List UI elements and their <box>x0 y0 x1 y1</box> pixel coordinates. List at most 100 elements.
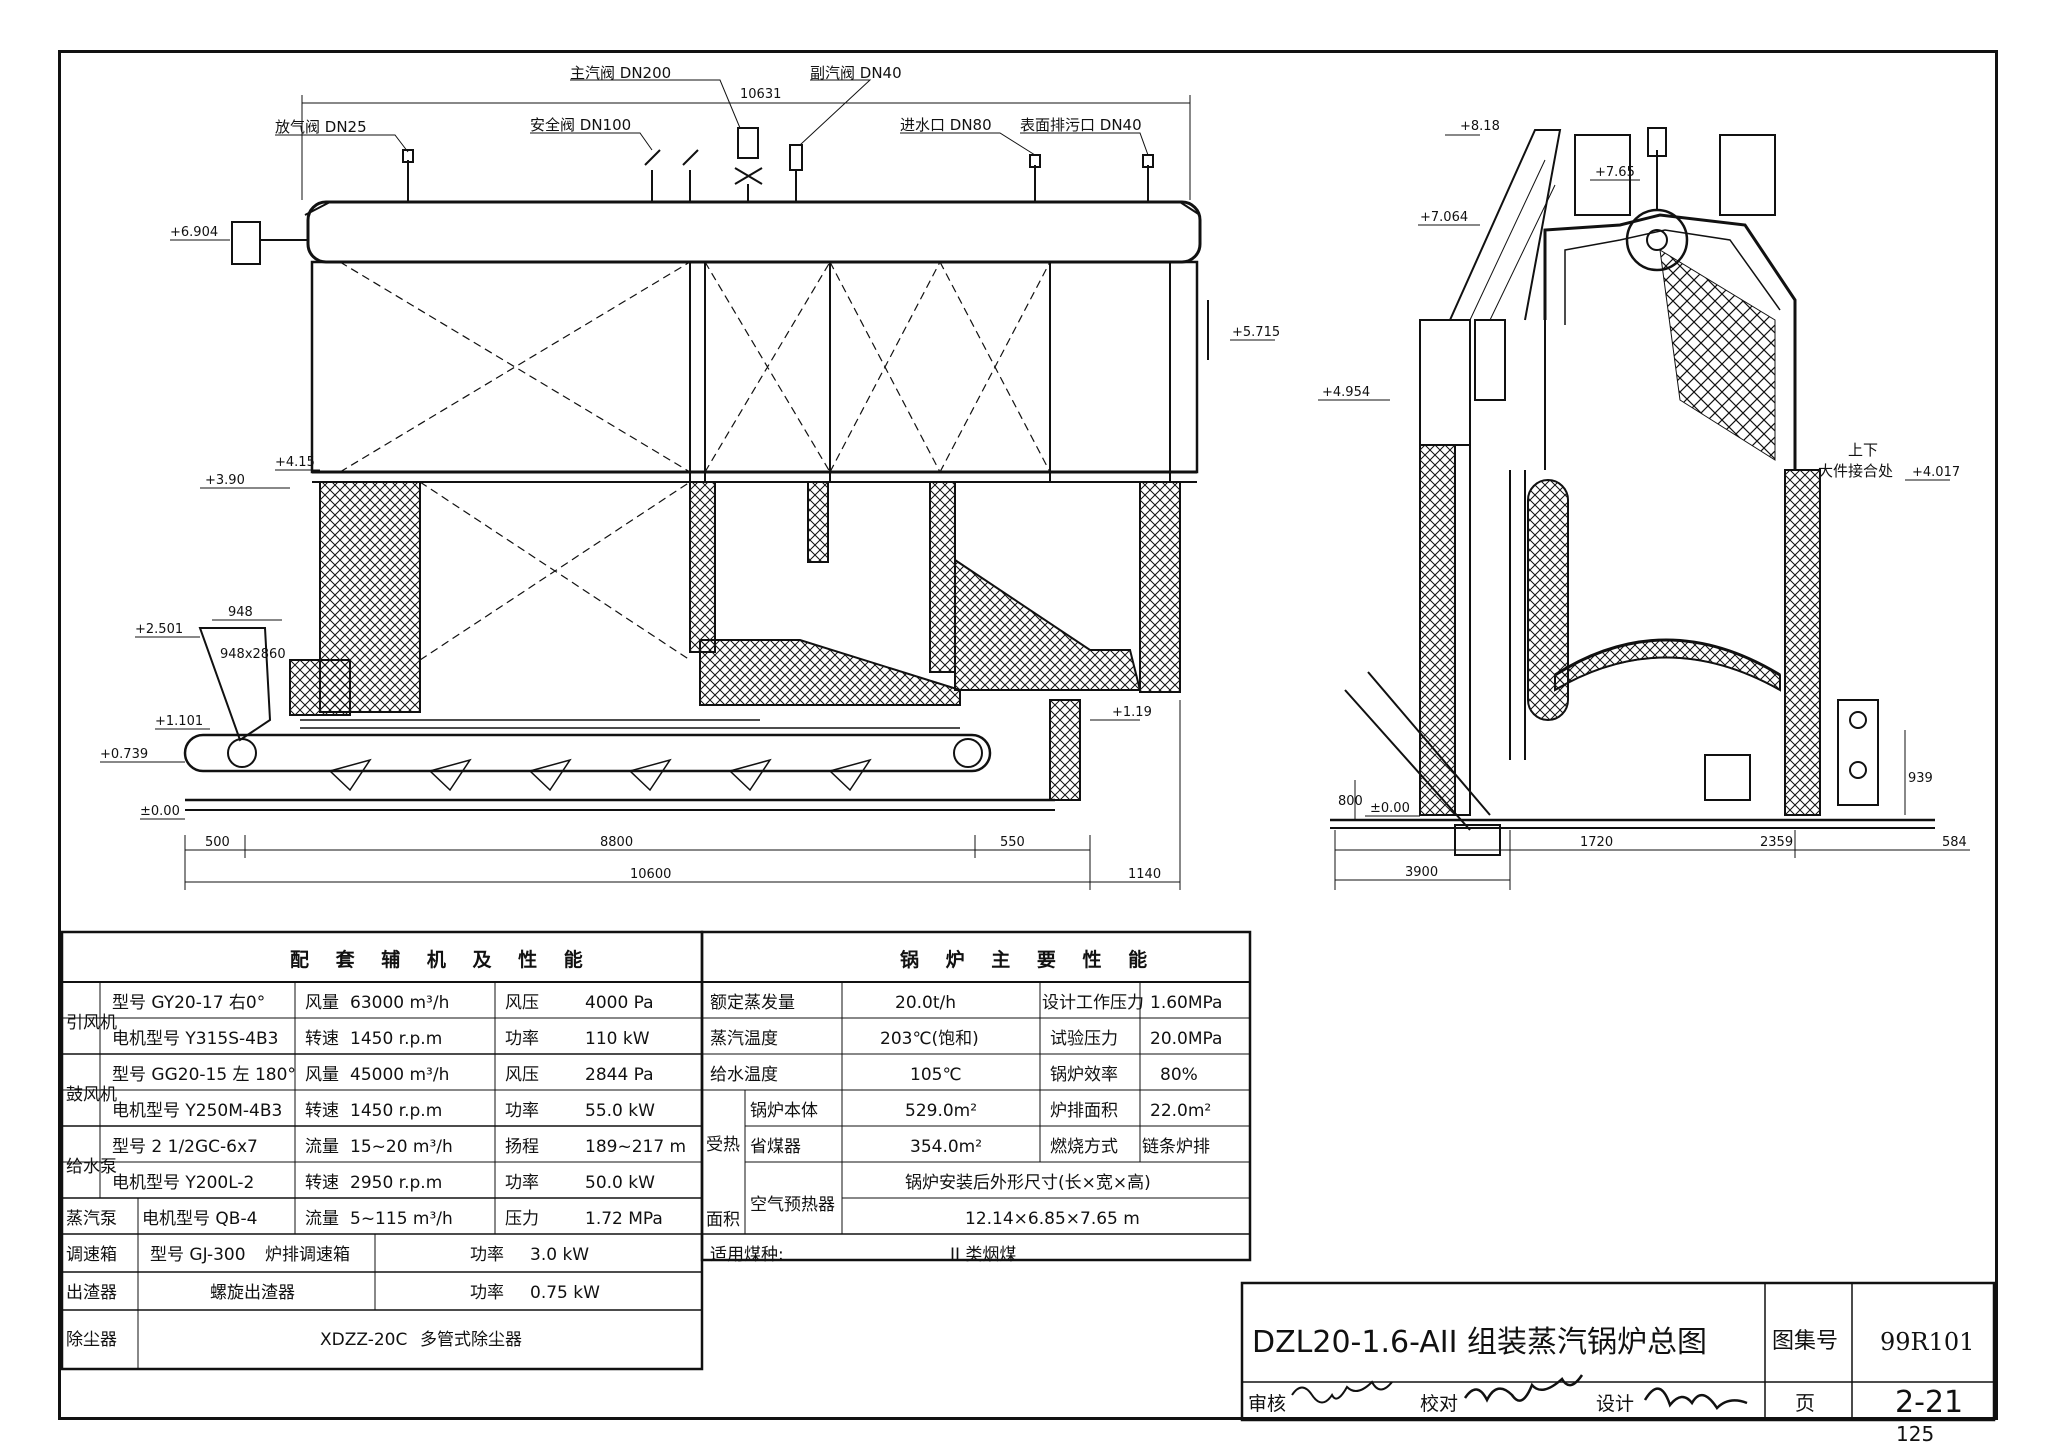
heat-row0-k2: 炉排面积 <box>1050 1101 1118 1121</box>
row3-c1: 电机型号 Y250M-4B3 <box>112 1101 282 1121</box>
reg-box-power-value: 3.0 kW <box>530 1245 589 1265</box>
row0-c4: 风压 <box>505 993 539 1013</box>
reg-box-model: 型号 GJ-300 <box>150 1245 246 1265</box>
group-blower: 鼓风机 <box>66 1085 117 1105</box>
dim-10600: 10600 <box>630 867 671 882</box>
slag-label: 出渣器 <box>66 1283 117 1303</box>
title-block <box>1240 1281 1996 1422</box>
row5-c2: 转速 <box>305 1173 339 1193</box>
designer-signature <box>1643 1387 1748 1410</box>
dim-939: 939 <box>1908 771 1933 786</box>
row3-c2: 转速 <box>305 1101 339 1121</box>
drawing-title: DZL20-1.6-AII 组装蒸汽锅炉总图 <box>1252 1325 1707 1360</box>
main-row2-k2: 锅炉效率 <box>1050 1065 1118 1085</box>
main-table <box>700 930 1252 1262</box>
elev-4017: +4.017 <box>1912 465 1960 480</box>
coal-value: II 类烟煤 <box>950 1245 1016 1265</box>
row3-c3: 1450 r.p.m <box>350 1101 442 1121</box>
elev-765: +7.65 <box>1595 165 1635 180</box>
row1-c4: 功率 <box>505 1029 539 1049</box>
end-view-labels: +8.18 +7.65 +7.064 +4.954 +4.017 ±0.00 上… <box>1322 119 1967 880</box>
row6-c5: 1.72 MPa <box>585 1209 663 1229</box>
row1-c1: 电机型号 Y315S-4B3 <box>112 1029 278 1049</box>
row2-c3: 45000 m³/h <box>350 1065 449 1085</box>
elev-6904: +6.904 <box>170 225 218 240</box>
elev-5715: +5.715 <box>1232 325 1280 340</box>
dim-2359: 2359 <box>1760 835 1793 850</box>
size-value: 12.14×6.85×7.65 m <box>965 1209 1140 1229</box>
elev-119: +1.19 <box>1112 705 1152 720</box>
main-row1-v2: 20.0MPa <box>1150 1029 1222 1049</box>
dim-948: 948 <box>228 605 253 620</box>
joint-label-2: 大件接合处 <box>1818 462 1893 480</box>
slag-name: 螺旋出渣器 <box>210 1283 295 1303</box>
row1-c2: 转速 <box>305 1029 339 1049</box>
row3-c4: 功率 <box>505 1101 539 1121</box>
reg-box-power-label: 功率 <box>470 1245 504 1265</box>
row6-c4: 压力 <box>505 1209 539 1229</box>
group-feed-pump: 给水泵 <box>66 1157 117 1177</box>
row4-c2: 流量 <box>305 1137 339 1157</box>
elev-000-end: ±0.00 <box>1370 801 1410 816</box>
page-number: 125 <box>1896 1422 1935 1446</box>
side-view-labels: 10631 主汽阀 DN200 副汽阀 DN40 放气阀 DN25 安全阀 DN… <box>100 64 1280 882</box>
checker-signature <box>1463 1374 1584 1403</box>
row5-c5: 50.0 kW <box>585 1173 655 1193</box>
row0-c5: 4000 Pa <box>585 993 654 1013</box>
side-view <box>100 79 1275 890</box>
elev-000: ±0.00 <box>140 804 180 819</box>
heat-row1-k2: 燃烧方式 <box>1050 1137 1118 1157</box>
callout-surface-blowdown: 表面排污口 DN40 <box>1020 116 1142 134</box>
row0-c1: 型号 GY20-17 右0° <box>112 993 265 1013</box>
elev-818: +8.18 <box>1460 119 1500 134</box>
dim-8800: 8800 <box>600 835 633 850</box>
dust-model: XDZZ-20C <box>320 1330 407 1350</box>
row1-c5: 110 kW <box>585 1029 650 1049</box>
dim-948x2860: 948x2860 <box>220 647 286 662</box>
row2-c2: 风量 <box>305 1065 339 1085</box>
main-row0-v: 20.0t/h <box>895 993 956 1013</box>
row1-c3: 1450 r.p.m <box>350 1029 442 1049</box>
slag-power-label: 功率 <box>470 1283 504 1303</box>
row6-c1: 电机型号 QB-4 <box>142 1209 257 1229</box>
drawing-frame <box>58 50 1998 1420</box>
heat-row1-k: 省煤器 <box>750 1137 801 1157</box>
dust-label: 除尘器 <box>66 1330 117 1350</box>
main-row1-k: 蒸汽温度 <box>710 1029 778 1049</box>
dim-1720: 1720 <box>1580 835 1613 850</box>
main-row0-k: 额定蒸发量 <box>710 993 795 1013</box>
dim-10631: 10631 <box>740 87 781 102</box>
main-row1-v: 203℃(饱和) <box>880 1029 979 1049</box>
title-block-text: DZL20-1.6-AII 组装蒸汽锅炉总图 图集号 99R101 审核 校对 … <box>1248 1325 1974 1420</box>
row4-c3: 15~20 m³/h <box>350 1137 453 1157</box>
reg-box-name: 炉排调速箱 <box>265 1245 350 1265</box>
reviewer-signature <box>1291 1380 1393 1404</box>
main-row0-v2: 1.60MPa <box>1150 993 1222 1013</box>
atlas-number: 99R101 <box>1880 1328 1974 1356</box>
joint-label-1: 上下 <box>1848 441 1878 459</box>
row0-c2: 风量 <box>305 993 339 1013</box>
row5-c3: 2950 r.p.m <box>350 1173 442 1193</box>
size-label: 锅炉安装后外形尺寸(长×宽×高) <box>905 1173 1151 1193</box>
row4-c4: 扬程 <box>505 1137 539 1157</box>
row5-c4: 功率 <box>505 1173 539 1193</box>
row4-c1: 型号 2 1/2GC-6x7 <box>112 1137 258 1157</box>
elev-2501: +2.501 <box>135 622 183 637</box>
heat-label-2: 面积 <box>706 1210 740 1230</box>
heat-row0-k: 锅炉本体 <box>750 1101 818 1121</box>
callout-main-valve: 主汽阀 DN200 <box>570 64 671 82</box>
elev-0739: +0.739 <box>100 747 148 762</box>
row0-c3: 63000 m³/h <box>350 993 449 1013</box>
callout-safety-valve: 安全阀 DN100 <box>530 116 631 134</box>
row4-c5: 189~217 m <box>585 1137 686 1157</box>
dim-1140: 1140 <box>1128 867 1161 882</box>
heat-row0-v2: 22.0m² <box>1150 1101 1211 1121</box>
callout-vent-valve: 放气阀 DN25 <box>275 118 367 136</box>
dim-3900: 3900 <box>1405 865 1438 880</box>
row2-c1: 型号 GG20-15 左 180° <box>112 1065 296 1085</box>
heat-row2-k: 空气预热器 <box>750 1195 835 1215</box>
page-label: 页 <box>1795 1391 1815 1415</box>
dim-550: 550 <box>1000 835 1025 850</box>
elev-415: +4.15 <box>275 455 315 470</box>
row6-c2: 流量 <box>305 1209 339 1229</box>
